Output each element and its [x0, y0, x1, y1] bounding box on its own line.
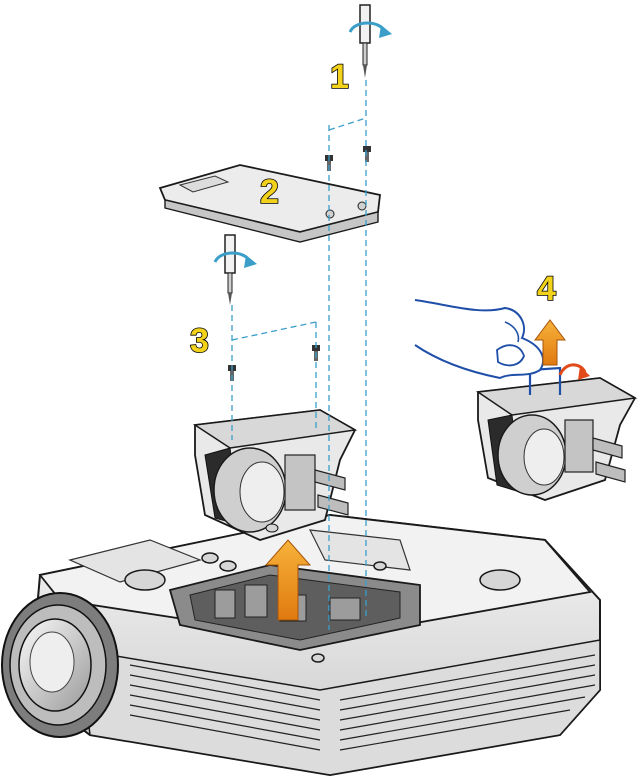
projector-lens [1, 592, 119, 738]
lamp-cover [158, 164, 381, 243]
step-label-2: 2 [260, 173, 279, 211]
lamp-module [192, 409, 358, 541]
screw-icon [363, 146, 371, 162]
lift-arrow-icon [534, 319, 566, 366]
rotate-arrow-icon [213, 251, 257, 268]
rotate-arrow-icon [348, 21, 392, 38]
lamp-module-removed [475, 366, 638, 501]
hand-icon [414, 299, 545, 380]
screwdriver-icon [359, 4, 371, 78]
step-label-1: 1 [330, 58, 349, 96]
screwdriver-icon [224, 234, 236, 305]
guide-lines [231, 80, 367, 630]
rotate-arrow-icon [558, 363, 590, 380]
step-label-3: 3 [190, 322, 209, 360]
lift-arrow-icon [264, 539, 312, 621]
step-label-4: 4 [537, 270, 556, 308]
